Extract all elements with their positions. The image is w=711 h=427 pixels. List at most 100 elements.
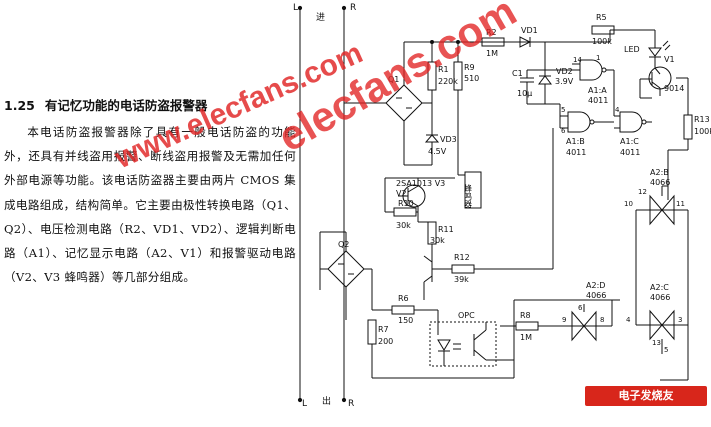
r5-value: 100k: [592, 37, 612, 46]
resistor-r13: [683, 114, 693, 140]
a2b-label: A2:B: [650, 168, 669, 177]
capacitor-c1: [520, 69, 545, 104]
transistor-v2: [398, 178, 426, 222]
opc-label: OPC: [458, 311, 475, 320]
r2-label: R2: [486, 28, 497, 37]
r13-label: R13: [694, 115, 710, 124]
rail-r-bottom-label: R: [348, 399, 354, 409]
a2d-part: 4066: [586, 291, 606, 300]
resistor-r7: [367, 319, 377, 345]
switch-a2b: [635, 185, 688, 325]
r12-value: 39k: [454, 275, 469, 284]
resistor-r6: [391, 305, 415, 315]
v1-part: 9014: [664, 84, 684, 93]
a1c-part: 4011: [620, 148, 640, 157]
resistor-r1: [427, 61, 437, 91]
rail-r-label: R: [350, 3, 356, 13]
pin-9: 9: [562, 316, 566, 324]
r11-label: R11: [438, 225, 454, 234]
v2v3-label: 2SA1013 V3: [396, 179, 445, 188]
q1-label: Q1: [388, 75, 399, 84]
logo-sub: www.elecfans.com: [614, 413, 681, 421]
zener-vd3: [404, 130, 440, 166]
gate-a1a: [572, 59, 614, 81]
gate-a1c: [613, 70, 652, 133]
vd2-label: VD2: [556, 67, 573, 76]
pin-4b: 4: [626, 316, 631, 324]
logo-text: 电子发烧友: [618, 389, 674, 402]
rail-l-bottom-label: L: [302, 399, 307, 409]
r13-value: 100k: [694, 127, 711, 136]
a1c-label: A1:C: [620, 137, 639, 146]
pin-5: 5: [561, 106, 565, 114]
optocoupler-opc: [429, 321, 514, 367]
pin-11: 11: [676, 200, 685, 208]
resistor-r12: [451, 264, 475, 274]
led-label: LED: [624, 45, 640, 54]
v2-label: V2: [396, 189, 407, 198]
transistor-v1: [639, 66, 672, 99]
site-logo: 电子发烧友 www.elecfans.com: [585, 386, 707, 421]
a1a-label: A1:A: [588, 86, 607, 95]
a1b-part: 4011: [566, 148, 586, 157]
bridge-q1: [344, 42, 433, 165]
resistor-r5: [591, 25, 615, 35]
pin-3: 3: [678, 316, 682, 324]
title-text: 有记忆功能的电话防盗报警器: [44, 98, 208, 113]
r1-value: 220k: [438, 77, 458, 86]
r7-label: R7: [378, 325, 389, 334]
pin-10: 10: [624, 200, 633, 208]
r2-value: 1M: [486, 49, 498, 58]
article-title: 1.25 有记忆功能的电话防盗报警器: [4, 95, 294, 114]
r6-value: 150: [398, 316, 413, 325]
vd1-label: VD1: [521, 26, 538, 35]
pin-5b: 5: [664, 346, 668, 354]
a2d-label: A2:D: [586, 281, 605, 290]
article-body: 本电话防盗报警器除了具有一般电话防盗的功能外，还具有并线盗用报警、断线盗用报警及…: [4, 125, 296, 285]
r8-label: R8: [520, 311, 531, 320]
pin-12: 12: [638, 188, 647, 196]
zener-vd2: [527, 42, 580, 105]
c1-label: C1: [512, 69, 523, 78]
r1-label: R1: [438, 65, 449, 74]
r11-value: 30k: [430, 236, 445, 245]
vd2-value: 3.9V: [555, 77, 574, 86]
pin-4: 4: [615, 106, 620, 114]
r7-value: 200: [378, 337, 393, 346]
led: [648, 40, 671, 68]
r10-label: R10: [398, 199, 414, 208]
a1b-label: A1:B: [566, 137, 585, 146]
transistor-v3: [423, 255, 452, 300]
r9-label: R9: [464, 63, 475, 72]
r9-value: 510: [464, 74, 479, 83]
output-label: 出: [322, 395, 331, 407]
resistor-r8: [515, 321, 539, 331]
pin-14: 14: [573, 56, 582, 64]
v1-label: V1: [664, 55, 675, 64]
r12-label: R12: [454, 253, 470, 262]
buzzer-label: 蜂鸣器: [464, 183, 473, 209]
pin-6: 6: [561, 127, 566, 135]
a1a-part: 4011: [588, 96, 608, 105]
section-number: 1.25: [4, 98, 35, 113]
buzzer: [464, 171, 482, 209]
r6-label: R6: [398, 294, 409, 303]
input-label: 进: [316, 12, 325, 23]
pin-6b: 6: [578, 304, 583, 312]
gate-a1b: [559, 104, 614, 133]
r10-value: 30k: [396, 221, 411, 230]
a2c-part: 4066: [650, 293, 670, 302]
rail-l-label: L: [293, 3, 298, 13]
phone-line-rails: [297, 5, 347, 403]
c1-value: 10μ: [517, 89, 532, 98]
pin-8: 8: [600, 316, 604, 324]
bridge-q2: [319, 231, 373, 320]
vd3-label: VD3: [440, 135, 457, 144]
q2-label: Q2: [338, 240, 349, 249]
a2b-part: 4066: [650, 178, 670, 187]
a2c-label: A2:C: [650, 283, 669, 292]
switch-a2c: [636, 210, 689, 381]
r8-value: 1M: [520, 333, 532, 342]
pin-1: 1: [596, 54, 600, 62]
page: 1.25 有记忆功能的电话防盗报警器 本电话防盗报警器除了具有一般电话防盗的功能外…: [4, 0, 711, 421]
